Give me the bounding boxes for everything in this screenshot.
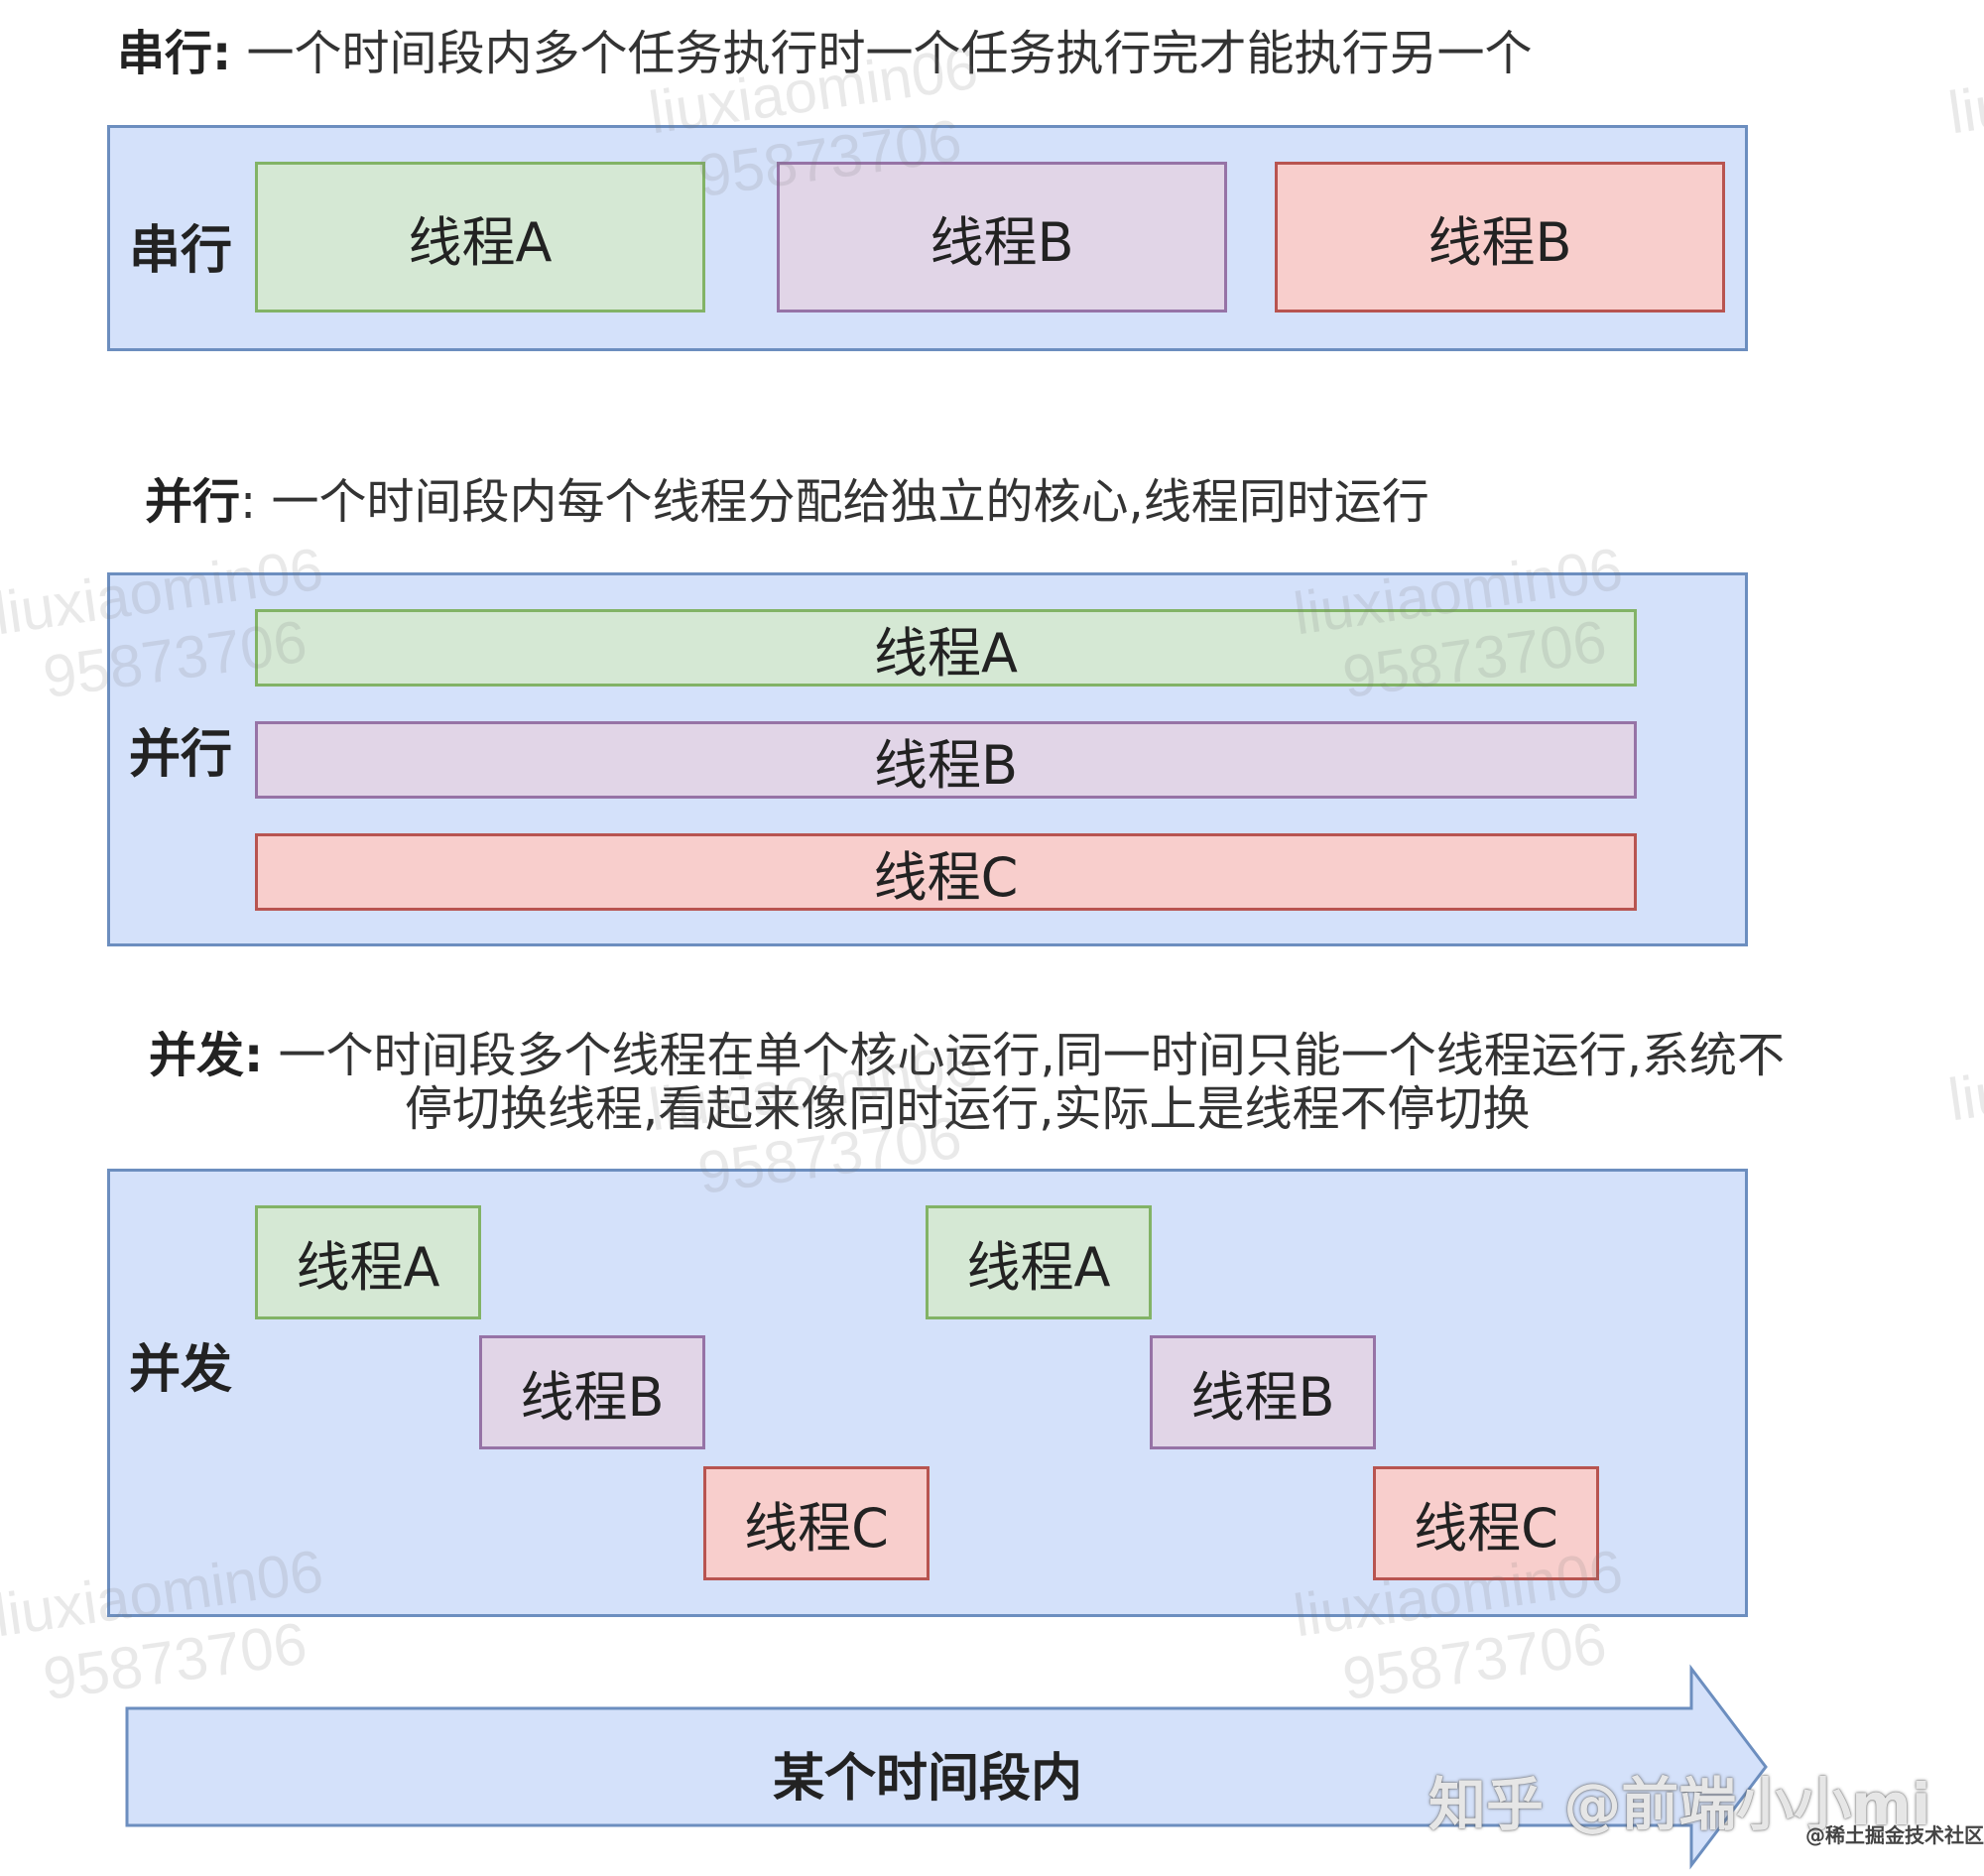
- serial-thread-b-2: 线程B: [1275, 162, 1725, 313]
- parallel-thread-b: 线程B: [255, 721, 1637, 799]
- parallel-heading-desc: : 一个时间段内每个线程分配给独立的核心,线程同时运行: [240, 474, 1429, 530]
- concurrent-thread-c-2: 线程C: [1373, 1466, 1599, 1580]
- serial-thread-b: 线程B: [777, 162, 1227, 313]
- concurrent-thread-a-2: 线程A: [926, 1205, 1152, 1319]
- concurrent-heading-term: 并发:: [149, 1028, 264, 1083]
- serial-heading: 串行: 一个时间段内多个任务执行时一个任务执行完才能执行另一个: [117, 24, 1532, 83]
- serial-panel-label: 串行: [129, 221, 233, 281]
- serial-heading-term: 串行:: [117, 26, 232, 81]
- concurrent-heading-desc-line1: 一个时间段多个线程在单个核心运行,同一时间只能一个线程运行,系统不: [278, 1028, 1785, 1083]
- concurrent-thread-b-2: 线程B: [1150, 1335, 1376, 1449]
- parallel-panel-label: 并行: [129, 725, 233, 785]
- zhihu-watermark: 知乎 @前端小小mi: [1428, 1771, 1931, 1838]
- time-arrow-label: 某个时间段内: [772, 1749, 1082, 1809]
- time-arrow-shape: [125, 1664, 1768, 1870]
- juejin-watermark: @稀土掘金技术社区: [1805, 1823, 1984, 1847]
- parallel-heading-term: 并行: [145, 474, 241, 530]
- concurrent-thread-a-1: 线程A: [255, 1205, 481, 1319]
- serial-heading-desc: 一个时间段内多个任务执行时一个任务执行完才能执行另一个: [246, 26, 1533, 81]
- concurrent-thread-b-1: 线程B: [479, 1335, 705, 1449]
- parallel-thread-a: 线程A: [255, 609, 1637, 687]
- parallel-thread-c: 线程C: [255, 833, 1637, 911]
- concurrent-thread-c-1: 线程C: [703, 1466, 930, 1580]
- concurrent-heading-line2: 停切换线程,看起来像同时运行,实际上是线程不停切换: [405, 1079, 1531, 1139]
- concurrent-heading: 并发: 一个时间段多个线程在单个核心运行,同一时间只能一个线程运行,系统不: [149, 1026, 1785, 1085]
- serial-thread-a: 线程A: [255, 162, 705, 313]
- parallel-heading: 并行: 一个时间段内每个线程分配给独立的核心,线程同时运行: [145, 472, 1429, 532]
- concurrent-panel-label: 并发: [129, 1340, 233, 1400]
- concurrent-heading-desc-line2: 停切换线程,看起来像同时运行,实际上是线程不停切换: [405, 1081, 1531, 1137]
